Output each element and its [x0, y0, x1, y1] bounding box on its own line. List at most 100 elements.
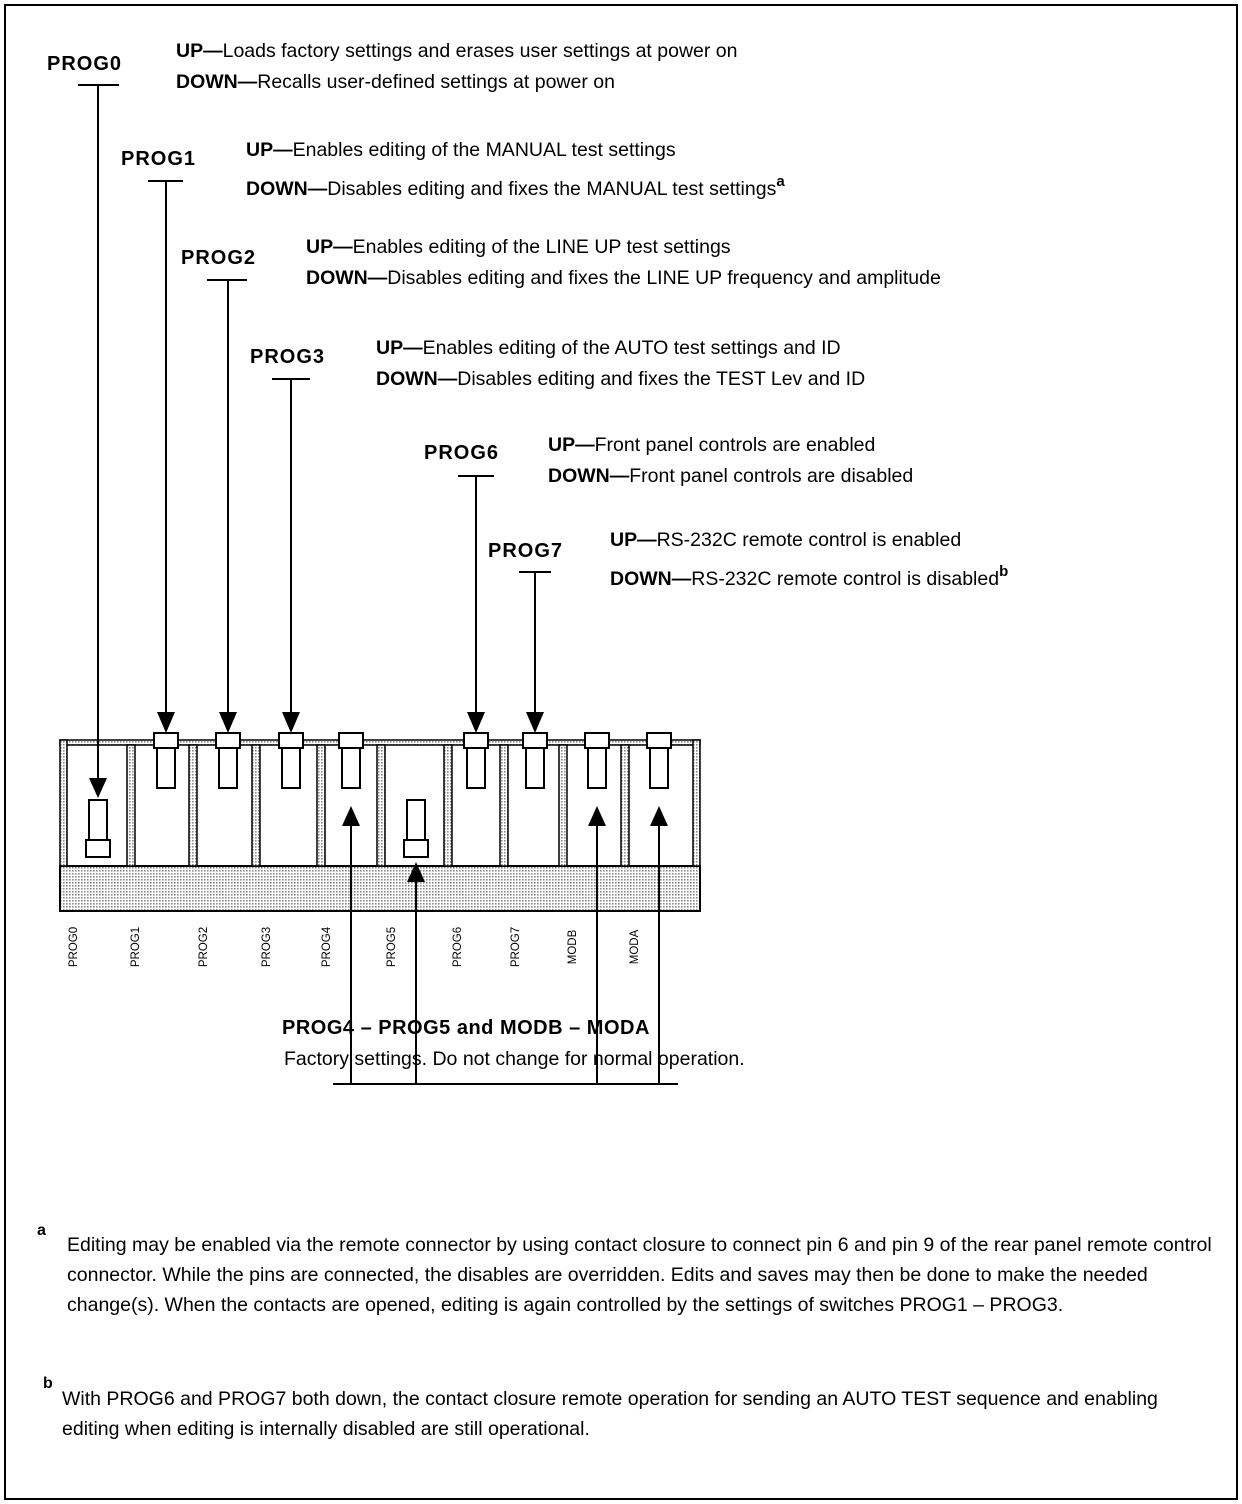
prog6-description: UP—Front panel controls are enabled DOWN… [548, 430, 913, 492]
prog6-up-text: Front panel controls are enabled [594, 434, 876, 456]
prog0-arrowhead [89, 778, 107, 798]
prog0-down-text: Recalls user-defined settings at power o… [257, 71, 615, 93]
block-right-wall [692, 739, 701, 867]
modb-arrowhead [588, 806, 606, 826]
footnote-a-mark: a [37, 1222, 46, 1239]
divider-wall-7 [499, 744, 509, 867]
prog5-arrowhead [407, 862, 425, 882]
prog4-arrowhead [342, 806, 360, 826]
prog2-up-text: Enables editing of the LINE UP test sett… [352, 236, 731, 258]
prog3-up-key: UP— [376, 337, 423, 359]
prog3-description: UP—Enables editing of the AUTO test sett… [376, 333, 865, 395]
prog0-actuator-stem [88, 799, 108, 841]
prog3-actuator-head [278, 732, 304, 749]
prog5-actuator-head [403, 839, 429, 858]
modb-actuator-head [584, 732, 610, 749]
block-label-prog3: PROG3 [261, 926, 273, 968]
block-bottom-base [59, 865, 701, 912]
prog1-down-text: Disables editing and fixes the MANUAL te… [327, 178, 777, 200]
prog1-up-key: UP— [246, 139, 293, 161]
prog1-actuator-head [153, 732, 179, 749]
prog2-arrowhead [219, 712, 237, 733]
block-label-prog5: PROG5 [386, 926, 398, 968]
moda-actuator-stem [649, 747, 669, 789]
prog0-label: PROG0 [47, 53, 123, 75]
prog1-up-text: Enables editing of the MANUAL test setti… [292, 139, 676, 161]
prog2-up-key: UP— [306, 236, 353, 258]
divider-wall-3 [251, 744, 261, 867]
block-label-modb: MODB [567, 929, 579, 965]
prog1-label: PROG1 [121, 148, 197, 170]
footnote-a-text: Editing may be enabled via the remote co… [67, 1234, 1212, 1316]
prog7-down-key: DOWN— [610, 568, 692, 590]
block-label-prog7: PROG7 [510, 926, 522, 968]
prog5-actuator-stem [406, 799, 426, 841]
prog6-down-key: DOWN— [548, 465, 630, 487]
footnote-ref-a: a [776, 173, 785, 190]
figure-frame [4, 4, 1238, 1500]
factory-settings-note: Factory settings. Do not change for norm… [284, 1048, 745, 1070]
block-label-prog0: PROG0 [68, 926, 80, 968]
prog0-up-key: UP— [176, 40, 223, 62]
prog6-up-key: UP— [548, 434, 595, 456]
prog7-up-text: RS-232C remote control is enabled [656, 529, 962, 551]
prog3-label: PROG3 [250, 346, 326, 368]
prog0-actuator-head [85, 839, 111, 858]
prog3-arrowhead [282, 712, 300, 733]
prog4-actuator-stem [341, 747, 361, 789]
prog6-down-text: Front panel controls are disabled [629, 465, 914, 487]
block-label-prog4: PROG4 [321, 926, 333, 968]
prog1-down-key: DOWN— [246, 178, 328, 200]
prog0-description: UP—Loads factory settings and erases use… [176, 36, 737, 98]
moda-arrowhead [650, 806, 668, 826]
prog2-actuator-stem [218, 747, 238, 789]
prog7-actuator-stem [525, 747, 545, 789]
prog7-arrowhead [526, 712, 544, 733]
prog3-up-text: Enables editing of the AUTO test setting… [422, 337, 841, 359]
prog2-down-text: Disables editing and fixes the LINE UP f… [387, 267, 941, 289]
prog7-actuator-head [522, 732, 548, 749]
divider-wall-6 [443, 744, 453, 867]
footnote-ref-b: b [999, 563, 1009, 580]
footnote-b-text: With PROG6 and PROG7 both down, the cont… [62, 1388, 1158, 1440]
divider-wall-9 [620, 744, 630, 867]
footnote-b-mark: b [43, 1375, 53, 1392]
prog7-label: PROG7 [488, 540, 564, 562]
prog1-description: UP—Enables editing of the MANUAL test se… [246, 135, 785, 205]
divider-wall-5 [376, 744, 386, 867]
prog7-down-text: RS-232C remote control is disabled [691, 568, 1000, 590]
prog6-actuator-stem [466, 747, 486, 789]
block-label-prog6: PROG6 [452, 926, 464, 968]
divider-wall-2 [188, 744, 198, 867]
prog1-actuator-stem [156, 747, 176, 789]
moda-actuator-head [646, 732, 672, 749]
prog4-actuator-head [338, 732, 364, 749]
factory-settings-title: PROG4 – PROG5 and MODB – MODA [282, 1017, 650, 1039]
arrowheads [89, 712, 668, 882]
prog6-label: PROG6 [424, 442, 500, 464]
prog2-actuator-head [215, 732, 241, 749]
prog2-label: PROG2 [181, 247, 257, 269]
prog3-down-text: Disables editing and fixes the TEST Lev … [457, 368, 866, 390]
divider-wall-8 [558, 744, 568, 867]
prog3-down-key: DOWN— [376, 368, 458, 390]
prog1-arrowhead [157, 712, 175, 733]
leader-lines [78, 84, 678, 1085]
prog7-up-key: UP— [610, 529, 657, 551]
block-label-prog1: PROG1 [130, 926, 142, 968]
switch-block [59, 732, 701, 912]
prog0-up-text: Loads factory settings and erases user s… [222, 40, 738, 62]
divider-wall-1 [126, 744, 136, 867]
block-label-moda: MODA [629, 929, 641, 965]
prog6-arrowhead [467, 712, 485, 733]
modb-actuator-stem [587, 747, 607, 789]
block-left-wall [59, 739, 68, 867]
divider-wall-4 [316, 744, 326, 867]
prog0-down-key: DOWN— [176, 71, 258, 93]
prog3-actuator-stem [281, 747, 301, 789]
block-label-prog2: PROG2 [198, 926, 210, 968]
prog2-down-key: DOWN— [306, 267, 388, 289]
prog7-description: UP—RS-232C remote control is enabled DOW… [610, 525, 1008, 595]
prog2-description: UP—Enables editing of the LINE UP test s… [306, 232, 941, 294]
